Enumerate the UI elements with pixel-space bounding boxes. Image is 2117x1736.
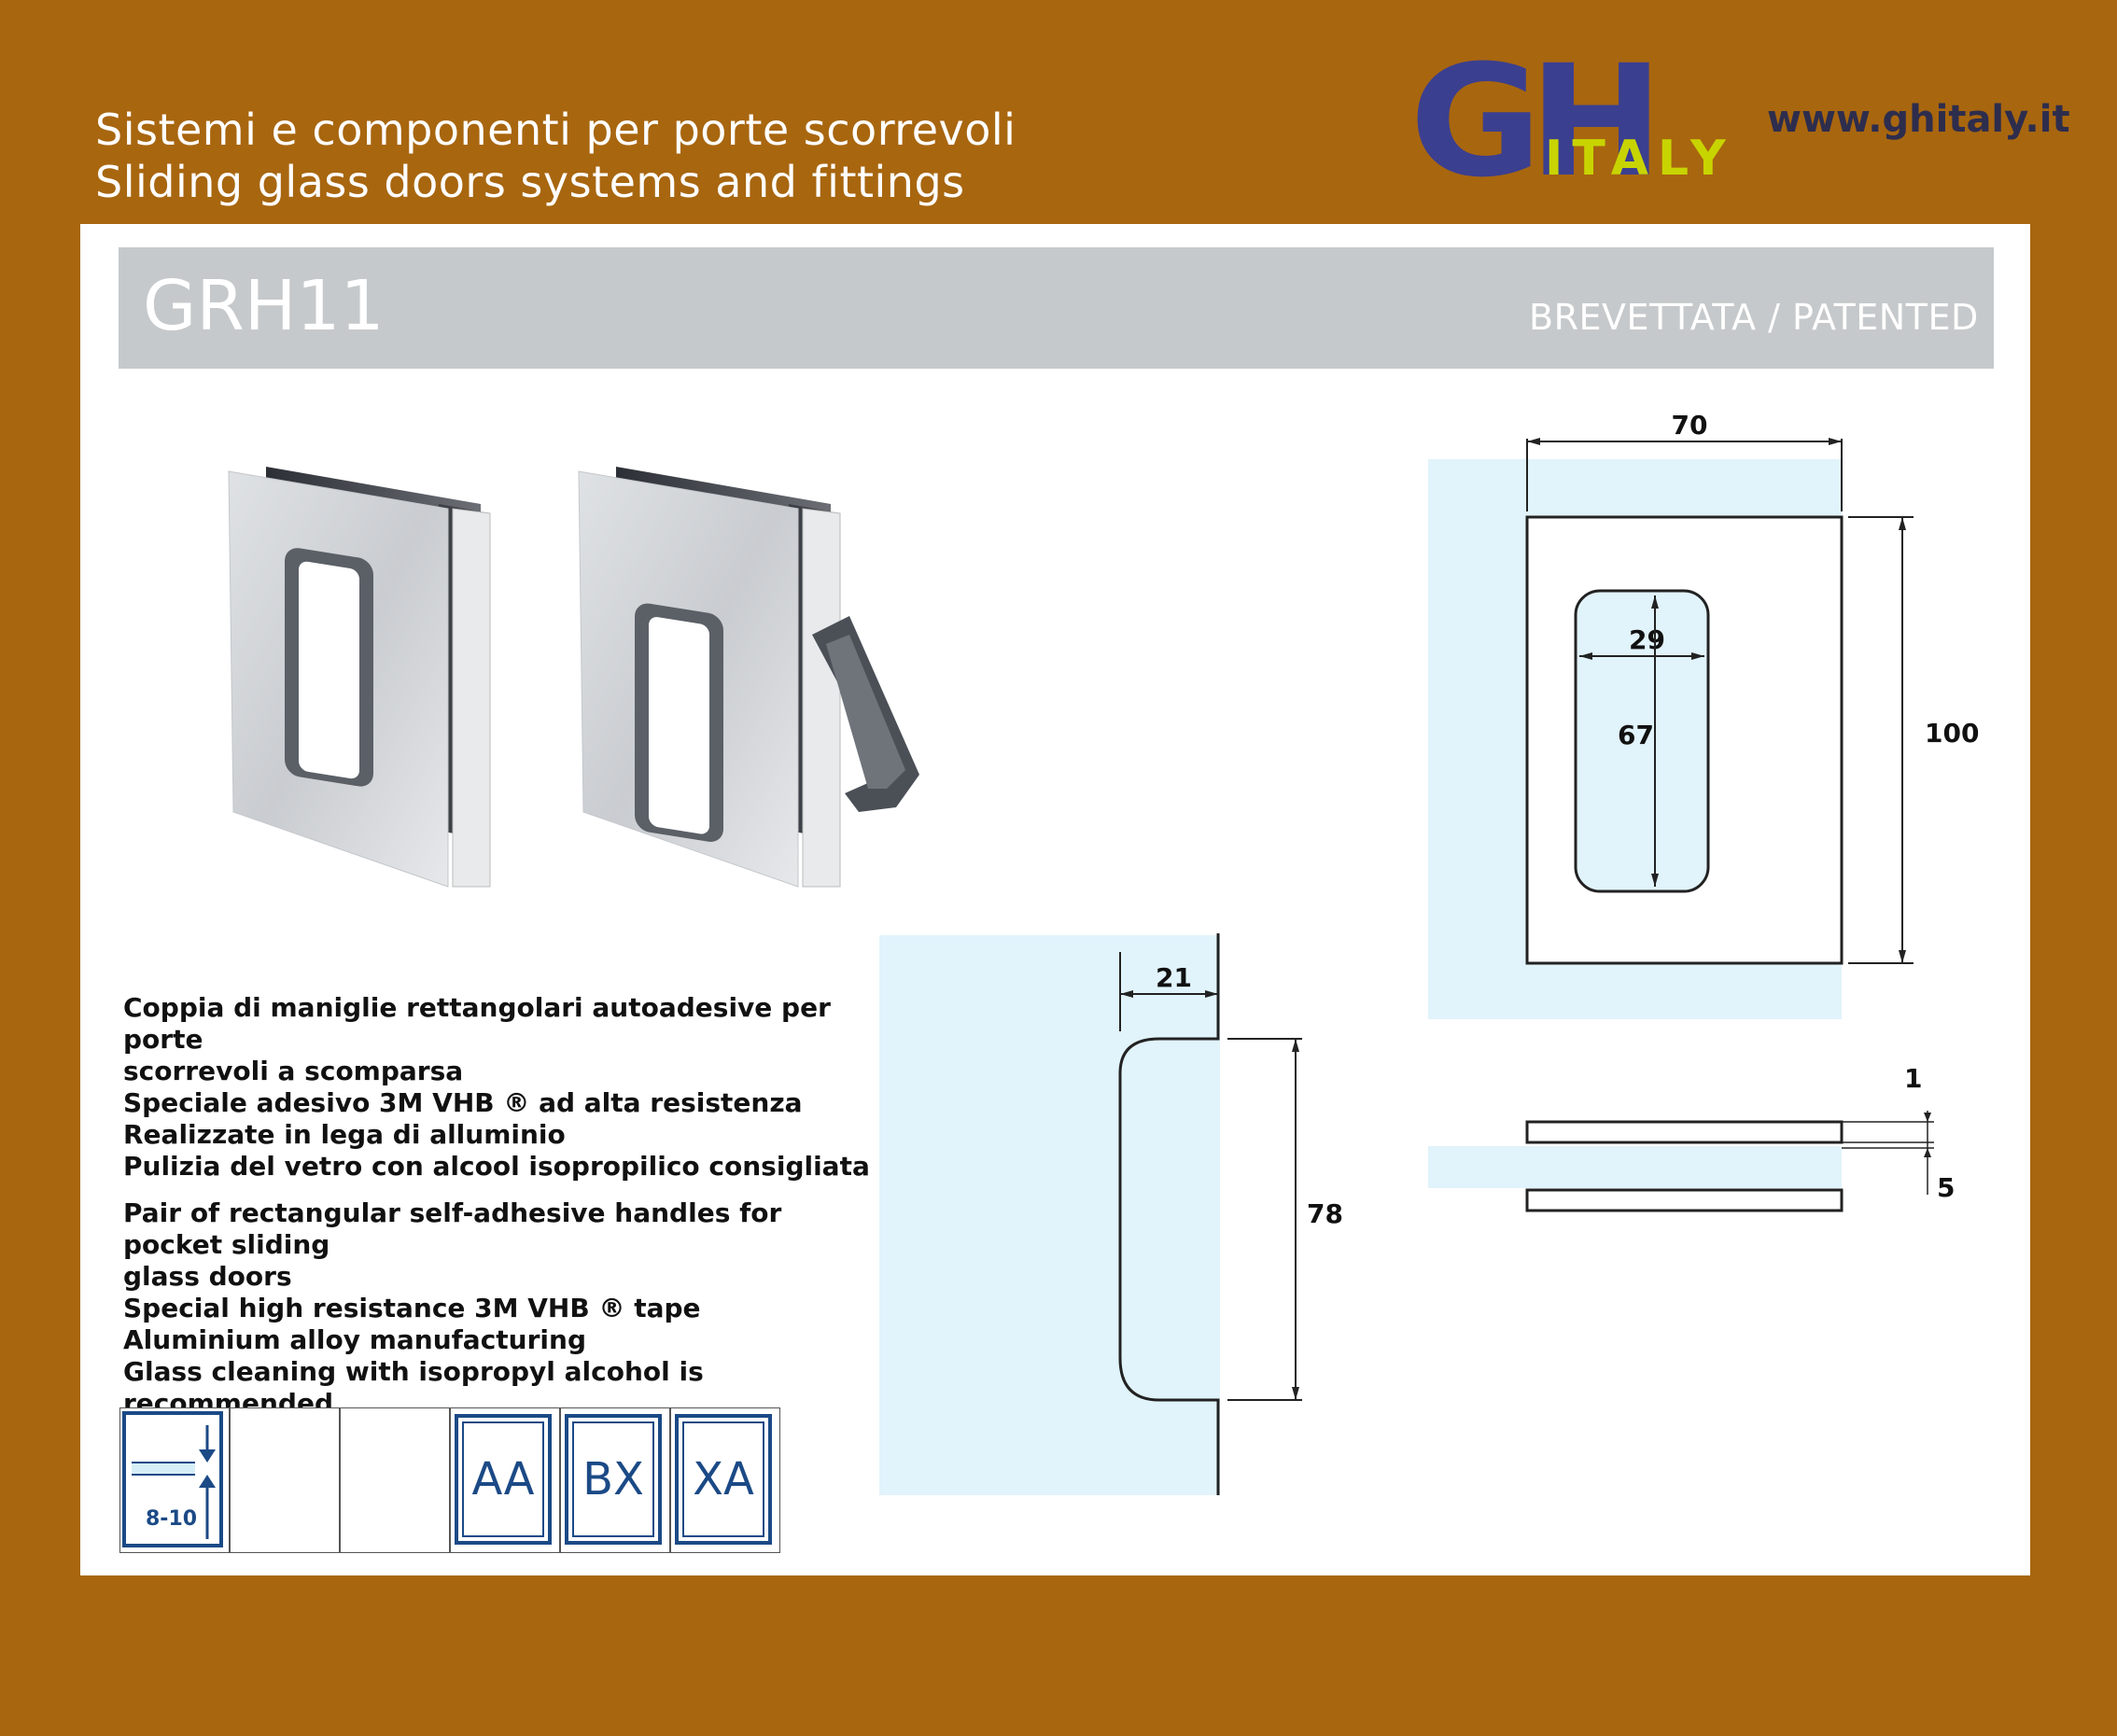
- header-subtitle-it: Sistemi e componenti per porte scorrevol…: [95, 105, 1016, 155]
- desc-en-line: Aluminium alloy manufacturing: [123, 1324, 587, 1355]
- finish-cell-bx: BX: [560, 1407, 670, 1553]
- glass-thickness-icon: 8-10: [122, 1411, 223, 1547]
- finish-cell-xa: XA: [670, 1407, 780, 1553]
- handle-illustration-open: [578, 467, 919, 888]
- finish-badge: XA: [675, 1414, 772, 1545]
- dim-slot-height: 67: [1618, 720, 1654, 750]
- empty-cell: [340, 1407, 450, 1553]
- desc-en-line: glass doors: [123, 1261, 292, 1292]
- side-profile-drawing: 21 78: [879, 933, 1343, 1495]
- desc-it-line: Coppia di maniglie rettangolari autoades…: [123, 992, 831, 1055]
- finish-badge: AA: [455, 1414, 552, 1545]
- dim-slot-width: 29: [1629, 624, 1665, 655]
- dim-grip-height: 78: [1307, 1198, 1343, 1229]
- title-bar: [119, 247, 1994, 369]
- finish-code: XA: [682, 1421, 764, 1537]
- patent-label: BREVETTATA / PATENTED: [1529, 297, 1979, 338]
- glass-thickness-cell: 8-10: [119, 1407, 230, 1553]
- description-italian: Coppia di maniglie rettangolari autoades…: [123, 992, 870, 1183]
- desc-en-line: Pair of rectangular self-adhesive handle…: [123, 1197, 782, 1260]
- finish-badge: BX: [565, 1414, 662, 1545]
- finish-code: BX: [572, 1421, 654, 1537]
- logo-italy: ITALY: [1545, 131, 1735, 187]
- dim-gap: 5: [1937, 1172, 1955, 1203]
- front-view-drawing: 70 100 29 67: [1428, 410, 1979, 1019]
- desc-it-line: Speciale adesivo 3M VHB ® ad alta resist…: [123, 1087, 803, 1118]
- website-link[interactable]: www.ghitaly.it: [1767, 98, 2070, 141]
- glass-thickness-label: 8-10: [146, 1507, 197, 1531]
- dim-height: 100: [1925, 718, 1979, 749]
- desc-it-line: scorrevoli a scomparsa: [123, 1056, 464, 1086]
- product-illustration: [228, 467, 919, 888]
- desc-it-line: Pulizia del vetro con alcool isopropilic…: [123, 1151, 870, 1182]
- specification-icons: 8-10 AA BX XA: [119, 1407, 782, 1553]
- handle-illustration-closed: [228, 467, 491, 888]
- top-view-drawing: 1 5: [1428, 1063, 1955, 1212]
- empty-cell: [230, 1407, 340, 1553]
- dim-plate-thickness: 1: [1904, 1063, 1922, 1094]
- desc-en-line: Special high resistance 3M VHB ® tape: [123, 1293, 701, 1323]
- header-subtitle-en: Sliding glass doors systems and fittings: [95, 157, 965, 207]
- finish-code: AA: [462, 1421, 544, 1537]
- finish-cell-aa: AA: [450, 1407, 560, 1553]
- dim-depth: 21: [1156, 962, 1192, 993]
- desc-it-line: Realizzate in lega di alluminio: [123, 1119, 566, 1150]
- logo-gh: GH: [1409, 32, 1663, 211]
- product-code: GRH11: [143, 266, 385, 346]
- description-english: Pair of rectangular self-adhesive handle…: [123, 1197, 870, 1420]
- dim-width: 70: [1672, 410, 1708, 441]
